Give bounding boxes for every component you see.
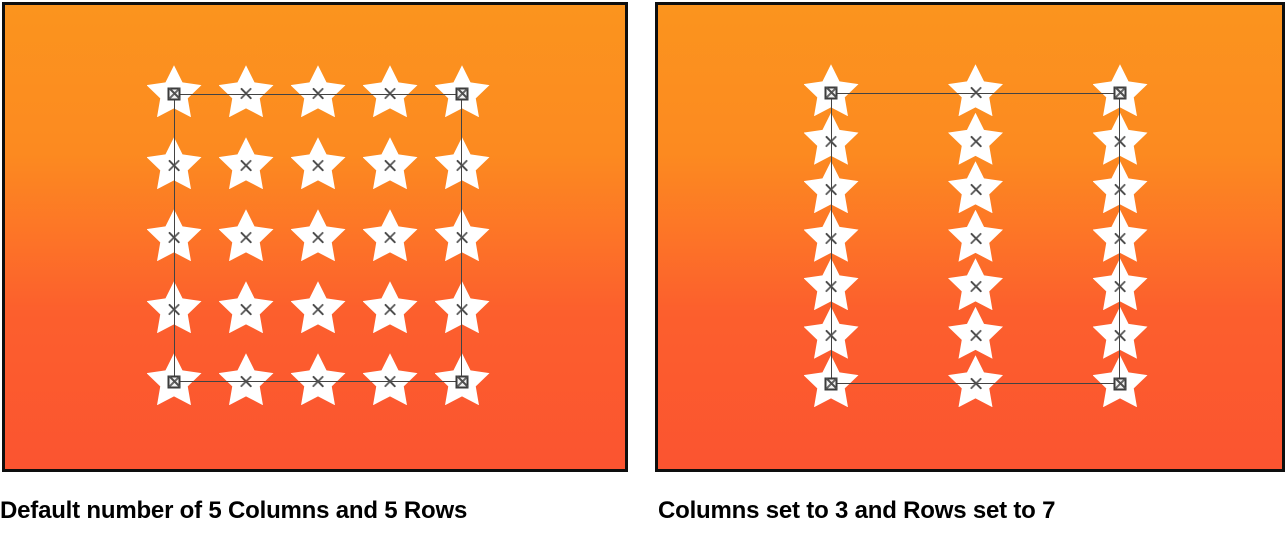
- canvas-panel-default-5x5: [2, 2, 628, 472]
- cell-center-x-mark: [311, 159, 326, 174]
- selection-corner-handle[interactable]: [166, 86, 182, 102]
- cell-center-x-mark: [311, 375, 326, 390]
- cell-center-x-mark: [383, 87, 398, 102]
- cell-center-x-mark: [968, 377, 983, 392]
- cell-center-x-mark: [239, 231, 254, 246]
- cell-center-x-mark: [824, 280, 839, 295]
- cell-center-x-mark: [824, 134, 839, 149]
- cell-center-x-mark: [167, 303, 182, 318]
- selection-corner-handle[interactable]: [454, 374, 470, 390]
- cell-center-x-mark: [311, 303, 326, 318]
- cell-center-x-mark: [239, 303, 254, 318]
- cell-center-x-mark: [311, 87, 326, 102]
- cell-center-x-mark: [167, 231, 182, 246]
- cell-center-x-mark: [968, 183, 983, 198]
- cell-center-x-mark: [455, 303, 470, 318]
- canvas-gradient-background: [658, 5, 1282, 469]
- cell-center-x-mark: [455, 231, 470, 246]
- cell-center-x-mark: [1113, 328, 1128, 343]
- cell-center-x-mark: [383, 231, 398, 246]
- cell-center-x-mark: [383, 375, 398, 390]
- caption-columns-3-rows-7: Columns set to 3 and Rows set to 7: [658, 497, 1056, 524]
- cell-center-x-mark: [968, 134, 983, 149]
- cell-center-x-mark: [824, 231, 839, 246]
- cell-center-x-mark: [1113, 183, 1128, 198]
- cell-center-x-mark: [239, 375, 254, 390]
- selection-corner-handle[interactable]: [1112, 85, 1128, 101]
- selection-corner-handle[interactable]: [166, 374, 182, 390]
- handle-x-mark: [166, 86, 182, 102]
- cell-center-x-mark: [968, 231, 983, 246]
- cell-center-x-mark: [383, 159, 398, 174]
- selection-corner-handle[interactable]: [823, 376, 839, 392]
- cell-center-x-mark: [455, 159, 470, 174]
- canvas-panel-3x7: [655, 2, 1285, 472]
- cell-center-x-mark: [311, 231, 326, 246]
- cell-center-x-mark: [824, 183, 839, 198]
- selection-corner-handle[interactable]: [1112, 376, 1128, 392]
- cell-center-x-mark: [824, 328, 839, 343]
- handle-x-mark: [454, 374, 470, 390]
- selection-corner-handle[interactable]: [454, 86, 470, 102]
- selection-corner-handle[interactable]: [823, 85, 839, 101]
- handle-x-mark: [823, 85, 839, 101]
- handle-x-mark: [1112, 376, 1128, 392]
- cell-center-x-mark: [167, 159, 182, 174]
- cell-center-x-mark: [1113, 231, 1128, 246]
- caption-default-5x5: Default number of 5 Columns and 5 Rows: [0, 497, 468, 524]
- handle-x-mark: [1112, 85, 1128, 101]
- cell-center-x-mark: [383, 303, 398, 318]
- cell-center-x-mark: [968, 86, 983, 101]
- cell-center-x-mark: [968, 280, 983, 295]
- cell-center-x-mark: [1113, 134, 1128, 149]
- handle-x-mark: [166, 374, 182, 390]
- cell-center-x-mark: [968, 328, 983, 343]
- cell-center-x-mark: [239, 159, 254, 174]
- cell-center-x-mark: [1113, 280, 1128, 295]
- cell-center-x-mark: [239, 87, 254, 102]
- handle-x-mark: [823, 376, 839, 392]
- canvas-gradient-background: [5, 5, 625, 469]
- handle-x-mark: [454, 86, 470, 102]
